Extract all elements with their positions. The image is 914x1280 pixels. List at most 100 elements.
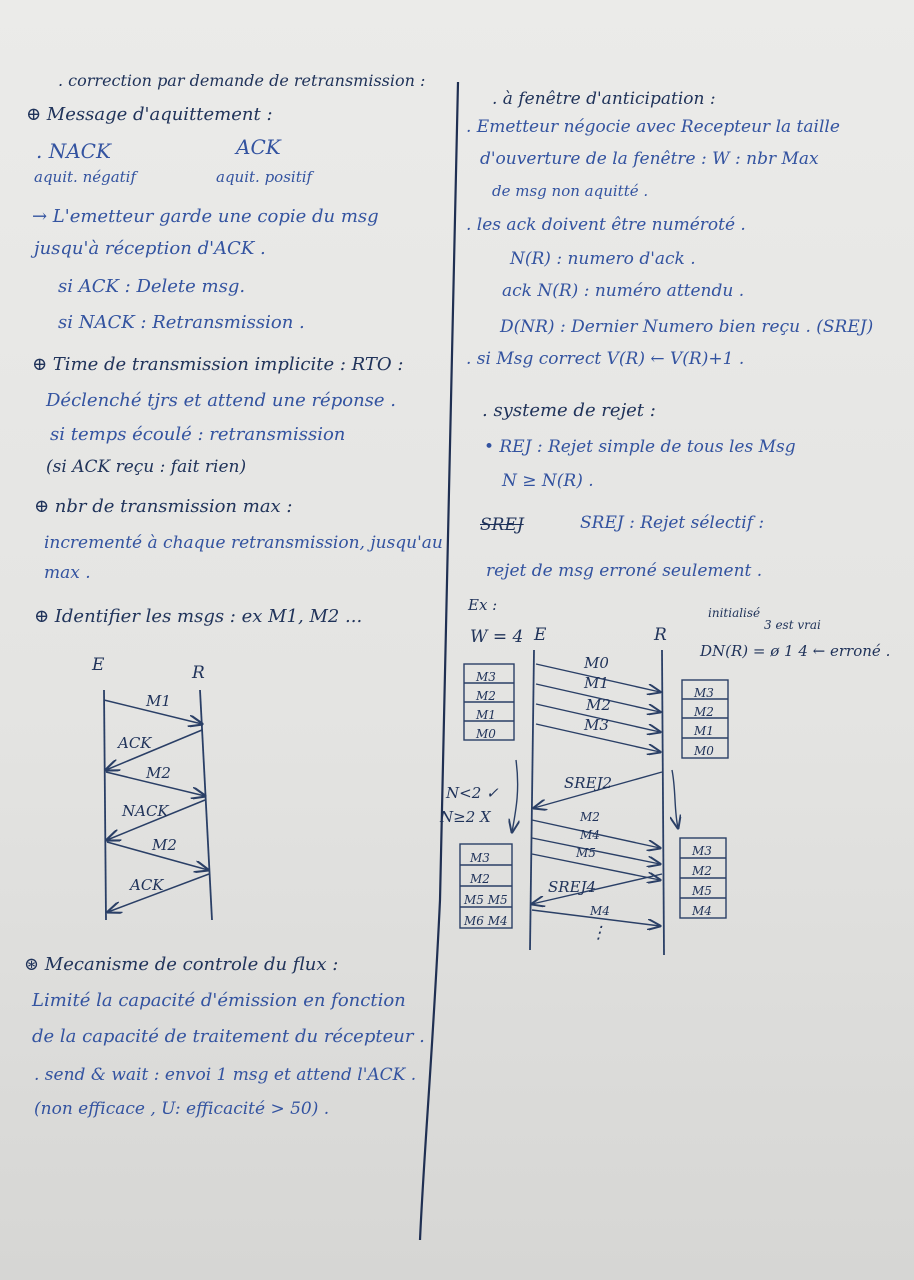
si-ack-line: si ACK : Delete msg. <box>58 276 246 297</box>
arrow-label-ack-1: ACK <box>118 734 152 752</box>
section-title: . correction par demande de retransmissi… <box>58 71 426 90</box>
arrow-srej2 <box>534 771 663 808</box>
arrow-label-m1-srej: M1 <box>584 674 609 692</box>
arrow-m4-resend <box>531 909 660 926</box>
rej-line-1: • REJ : Rejet simple de tous les Msg <box>484 437 796 457</box>
note-initialise: initialisé <box>708 606 761 620</box>
sender-buffer-2-slot-1: M2 <box>470 872 490 886</box>
arrow-label-m0: M0 <box>584 654 609 672</box>
reject-heading: . systeme de rejet : <box>482 400 656 421</box>
sender-buffer-1-slot-0: M3 <box>476 670 496 684</box>
timeout-line-1: Déclenché tjrs et attend une réponse . <box>46 390 396 411</box>
arrow-m2-srej <box>535 703 660 732</box>
ident-heading: ⊕ Identifier les msgs : ex M1, M2 ... <box>34 606 363 627</box>
arrow-label-m2-retransmit: M2 <box>152 836 177 854</box>
arrow-label-m1: M1 <box>146 692 171 710</box>
arrow-m2-retransmit <box>106 841 208 870</box>
srej-line-2: rejet de msg erroné seulement . <box>486 561 763 581</box>
srej-receiver-label: R <box>654 625 667 645</box>
note-true: 3 est vrai <box>764 618 821 632</box>
copy-line-2: jusqu'à réception d'ACK . <box>34 238 266 259</box>
diagram-sender-label: E <box>92 655 105 675</box>
si-nack-line: si NACK : Retransmission . <box>58 312 305 333</box>
flow-line-3: . send & wait : envoi 1 msg et attend l'… <box>34 1065 417 1085</box>
ack-label: ACK <box>236 135 281 159</box>
sender-buffer-1 <box>463 663 515 741</box>
dnr-value: DN(R) = ø 1 4 ← erroné . <box>700 642 891 660</box>
continuation-dots: ⋮ <box>590 923 607 943</box>
receiver-buffer-2-slot-3: M4 <box>692 904 712 918</box>
ack-nr-line: ack N(R) : numéro attendu . <box>502 281 745 301</box>
window-line-2: d'ouverture de la fenêtre : W : nbr Max <box>480 149 819 169</box>
receiver-timeline <box>199 689 213 921</box>
flow-line-4: (non efficace , U: efficacité > 50) . <box>34 1099 330 1119</box>
aquit-positif: aquit. positif <box>216 168 313 186</box>
srej-struck: SREJ <box>480 515 524 535</box>
flow-line-2: de la capacité de traitement du récepteu… <box>32 1026 425 1047</box>
arrow-m2-resend <box>531 819 660 848</box>
sender-buffer-transition <box>512 759 518 832</box>
flow-heading: ⊛ Mecanisme de controle du flux : <box>24 954 339 975</box>
sender-buffer-2-slot-2: M5 M5 <box>464 893 508 907</box>
arrow-label-m5-send: M5 <box>576 846 596 860</box>
arrow-srej4 <box>532 873 663 904</box>
nak-condition-1: N<2 ✓ <box>446 784 499 802</box>
correct-line: . si Msg correct V(R) ← V(R)+1 . <box>466 349 745 369</box>
rej-line-2: N ≥ N(R) . <box>502 471 594 491</box>
sender-buffer-1-slot-1: M2 <box>476 689 496 703</box>
sender-buffer-2 <box>459 843 513 929</box>
sender-buffer-2-slot-3: M6 M4 <box>464 914 508 928</box>
receiver-timeline-srej <box>661 649 665 956</box>
maxtx-line-2: max . <box>44 563 91 583</box>
arrow-m0 <box>535 663 660 692</box>
arrow-m2 <box>105 771 205 796</box>
window-line-1: . Emetteur négocie avec Recepteur la tai… <box>466 117 840 137</box>
maxtx-line-1: incrementé à chaque retransmission, jusq… <box>44 533 443 553</box>
receiver-buffer-1-slot-3: M0 <box>694 744 714 758</box>
arrow-m5-send <box>531 853 660 880</box>
dnr-line: D(NR) : Dernier Numero bien reçu . (SREJ… <box>500 317 874 337</box>
arrow-m1 <box>103 699 202 724</box>
sender-buffer-2-slot-0: M3 <box>470 851 490 865</box>
srej-line-1: SREJ : Rejet sélectif : <box>580 513 765 533</box>
nack-label: . NACK <box>36 139 111 163</box>
receiver-buffer-2 <box>679 837 727 919</box>
copy-line-1: → L'emetteur garde une copie du msg <box>32 206 379 227</box>
receiver-buffer-1-slot-0: M3 <box>694 686 714 700</box>
arrow-label-nack: NACK <box>122 802 169 820</box>
maxtx-heading: ⊕ nbr de transmission max : <box>34 496 293 517</box>
nr-line: N(R) : numero d'ack . <box>510 249 696 269</box>
receiver-buffer-1 <box>681 679 729 759</box>
arrow-ack-1 <box>106 729 203 770</box>
example-label: Ex : <box>468 596 498 614</box>
diagram-receiver-label: R <box>192 663 205 683</box>
arrow-label-m4-resend: M4 <box>590 904 610 918</box>
window-line-3: de msg non aquitté . <box>492 182 649 200</box>
arrow-label-srej2: SREJ2 <box>564 774 613 792</box>
receiver-buffer-1-slot-1: M2 <box>694 705 714 719</box>
arrow-label-m2-srej: M2 <box>586 696 611 714</box>
timeout-heading: ⊕ Time de transmission implicite : RTO : <box>32 354 404 375</box>
receiver-buffer-2-slot-2: M5 <box>692 884 712 898</box>
sender-timeline-srej <box>529 649 535 951</box>
arrow-label-m3: M3 <box>584 716 609 734</box>
receiver-buffer-2-slot-0: M3 <box>692 844 712 858</box>
window-size-label: W = 4 <box>470 627 524 647</box>
aquit-negatif: aquit. négatif <box>34 168 137 186</box>
arrow-label-ack-2: ACK <box>130 876 164 894</box>
arrow-ack-2 <box>108 873 210 912</box>
flow-line-1: Limité la capacité d'émission en fonctio… <box>32 990 406 1011</box>
arrow-label-srej4: SREJ4 <box>548 878 597 896</box>
nak-condition-2: N≥2 X <box>440 808 491 826</box>
sender-timeline <box>103 689 107 921</box>
arrow-m3 <box>535 723 660 752</box>
arrow-m4-send <box>531 837 660 864</box>
receiver-buffer-1-slot-2: M1 <box>694 724 714 738</box>
arrow-label-m2-resend: M2 <box>580 810 600 824</box>
ack-heading: ⊕ Message d'aquittement : <box>26 104 273 125</box>
timeout-line-2: si temps écoulé : retransmission <box>50 424 346 445</box>
